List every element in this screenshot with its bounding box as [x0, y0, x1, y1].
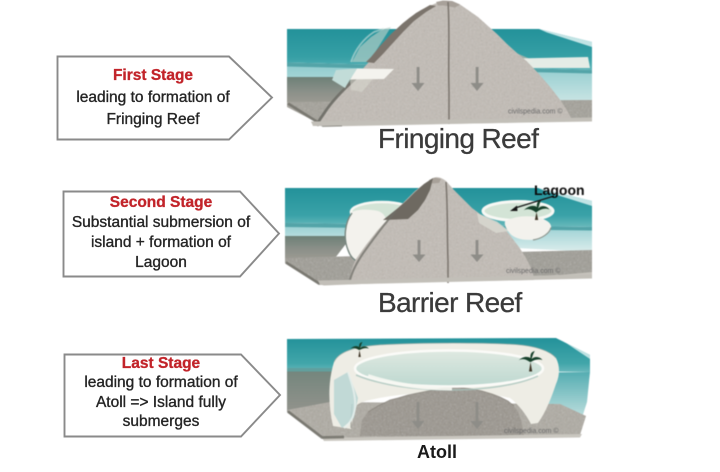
- svg-text:civilspedia.com ©: civilspedia.com ©: [506, 267, 561, 275]
- svg-text:Lagoon: Lagoon: [534, 182, 585, 198]
- svg-text:civilspedia.com ©: civilspedia.com ©: [508, 108, 563, 116]
- svg-text:civilspedia.com ©: civilspedia.com ©: [504, 427, 559, 435]
